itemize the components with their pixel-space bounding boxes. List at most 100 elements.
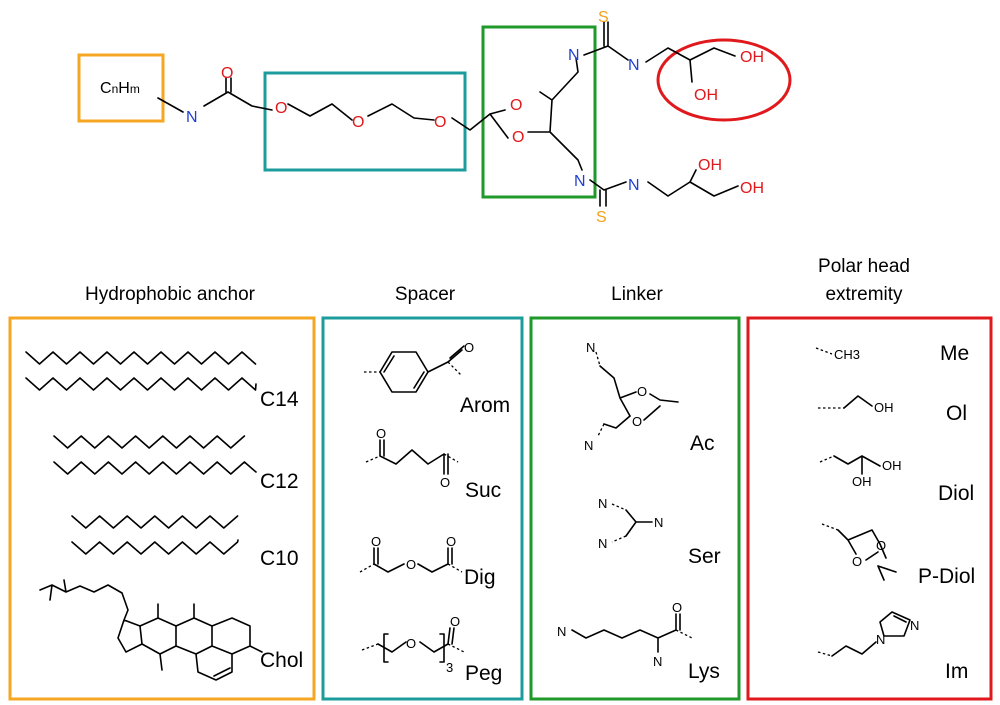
ac-dash-bottom (597, 423, 605, 437)
c12-chain-1 (53, 435, 246, 449)
ser-dash-1 (611, 503, 627, 511)
peg-o-1: O (406, 636, 416, 651)
top-molecule: CnHm N O O O O O O N N S OH OH N N S OH … (77, 9, 792, 226)
ol-oh: OH (874, 400, 894, 415)
suc-dash-right (443, 453, 459, 463)
acetal-o-2: O (512, 129, 524, 146)
panel-title-polar-2: extremity (825, 284, 903, 305)
arom-ring (379, 351, 449, 393)
peg-dash-right (447, 643, 465, 653)
label-peg: Peg (465, 662, 502, 685)
thiourea-s-2: S (596, 209, 607, 226)
hydroxyl-1: OH (740, 49, 764, 66)
label-ser: Ser (688, 545, 721, 568)
panel-title-polar-1: Polar head (818, 256, 910, 277)
label-diol: Diol (938, 482, 974, 505)
ser-chain (625, 509, 653, 537)
suc-o-2: O (440, 475, 450, 490)
pdiol-o-2: O (852, 554, 862, 569)
polar-head-highlight-ellipse (656, 38, 792, 122)
dig-o-3: O (446, 534, 456, 549)
diol-dash (819, 455, 835, 463)
panel-title-linker: Linker (611, 284, 663, 305)
ac-o-1: O (637, 384, 647, 399)
label-c10: C10 (260, 547, 299, 570)
spacer-highlight-box (263, 71, 467, 172)
dig-chain (373, 547, 453, 573)
c12-chain-2 (53, 461, 257, 475)
lys-n-1: N (557, 624, 566, 639)
acetal-o-1: O (510, 97, 522, 114)
diol-oh-2: OH (852, 474, 872, 489)
ether-o-1: O (275, 100, 287, 117)
im-n-2: N (910, 618, 919, 633)
panel-title-spacer: Spacer (395, 284, 456, 305)
thiourea-s-1: S (598, 9, 609, 26)
im-dash (817, 651, 833, 657)
peg-chain (377, 627, 455, 653)
linker-structures: O O N N Ac N N N Ser N N O Lys (557, 340, 721, 683)
arom-o: O (464, 340, 474, 355)
panel-box-polar (746, 316, 993, 701)
im-chain (831, 641, 877, 657)
peg-dash-left (361, 643, 379, 651)
ether-o-3: O (434, 114, 446, 131)
c10-chain-1 (71, 515, 239, 529)
hydroxyl-2: OH (694, 87, 718, 104)
ac-arm (603, 415, 631, 429)
ser-n-2: N (654, 515, 663, 530)
lys-chain (571, 613, 681, 653)
suc-chain (379, 439, 449, 475)
main-chain-bonds (157, 21, 739, 207)
ser-n-1: N (598, 496, 607, 511)
thiourea-n-1: N (568, 47, 580, 64)
label-ol: Ol (946, 402, 967, 425)
label-arom: Arom (460, 394, 510, 417)
ac-n-2: N (584, 438, 593, 453)
ac-o-2: O (632, 414, 642, 429)
panel-box-spacer (321, 316, 524, 701)
thiourea-n-2: N (628, 57, 640, 74)
im-ring (879, 611, 911, 637)
ac-n-1: N (586, 340, 595, 355)
polar-structures: CH3 Me OH Ol OH OH Diol O O P-Diol N N I… (815, 342, 975, 683)
dig-o-2: O (406, 557, 416, 572)
amide-n: N (186, 109, 198, 126)
label-suc: Suc (465, 479, 501, 502)
hydroxyl-4: OH (740, 180, 764, 197)
panel-box-anchor (8, 316, 316, 701)
ac-dash-top (595, 351, 601, 367)
cholesterol-structure (39, 579, 263, 681)
dig-o-1: O (371, 534, 381, 549)
pdiol-ring (837, 529, 897, 581)
label-pdiol: P-Diol (918, 565, 975, 588)
label-me: Me (940, 342, 969, 365)
lys-o: O (672, 600, 682, 615)
pdiol-o-1: O (876, 538, 886, 553)
label-c12: C12 (260, 470, 299, 493)
diol-chain (833, 455, 881, 475)
ser-dash-2 (611, 535, 627, 543)
me-dash (815, 347, 833, 355)
diol-oh-1: OH (882, 458, 902, 473)
suc-dash-left (365, 455, 381, 463)
ac-ring (599, 365, 679, 421)
carbonyl-o: O (221, 65, 233, 82)
ser-n-3: N (598, 536, 607, 551)
label-im: Im (945, 660, 968, 683)
carbonyl-bond (225, 77, 232, 93)
panel-title-anchor: Hydrophobic anchor (85, 284, 256, 305)
c10-chain-2 (71, 539, 239, 555)
c14-chain-2 (25, 377, 257, 391)
thiourea-n-4: N (628, 177, 640, 194)
thiourea-n-3: N (574, 173, 586, 190)
im-n-1: N (876, 632, 885, 647)
label-lys: Lys (688, 660, 720, 683)
panel-box-linker (529, 316, 741, 701)
linker-highlight-box (481, 25, 597, 199)
ol-chain (843, 395, 873, 409)
label-dig: Dig (464, 566, 496, 589)
peg-repeat: 3 (446, 660, 453, 675)
